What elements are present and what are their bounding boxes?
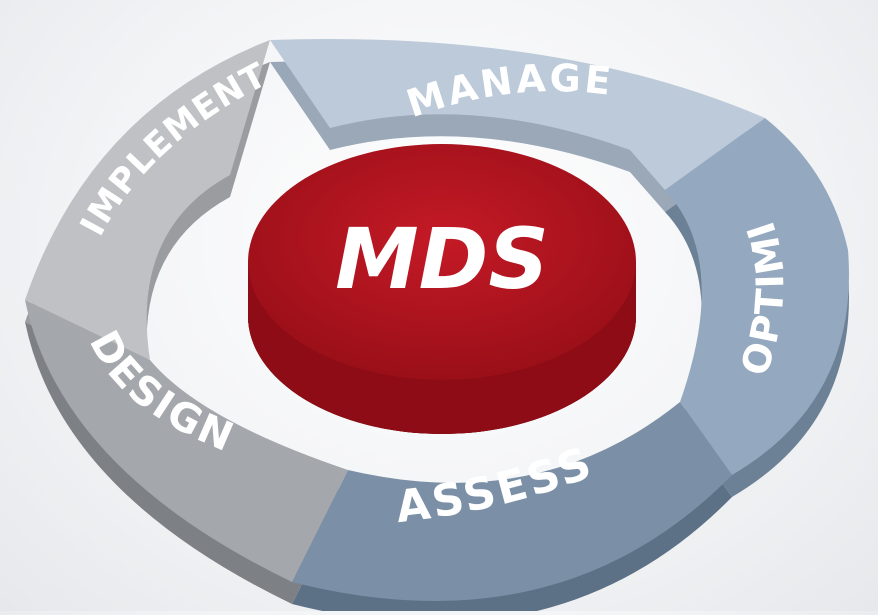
segment-implement — [25, 40, 270, 360]
segment-design — [25, 300, 348, 582]
center-disc — [248, 144, 636, 380]
center-hub: MDS — [248, 144, 636, 434]
segment-optimise — [665, 118, 850, 475]
segment-assess — [292, 402, 732, 602]
center-label: MDS — [335, 210, 549, 308]
segment-manage — [270, 38, 765, 191]
cycle-ring — [25, 38, 850, 615]
